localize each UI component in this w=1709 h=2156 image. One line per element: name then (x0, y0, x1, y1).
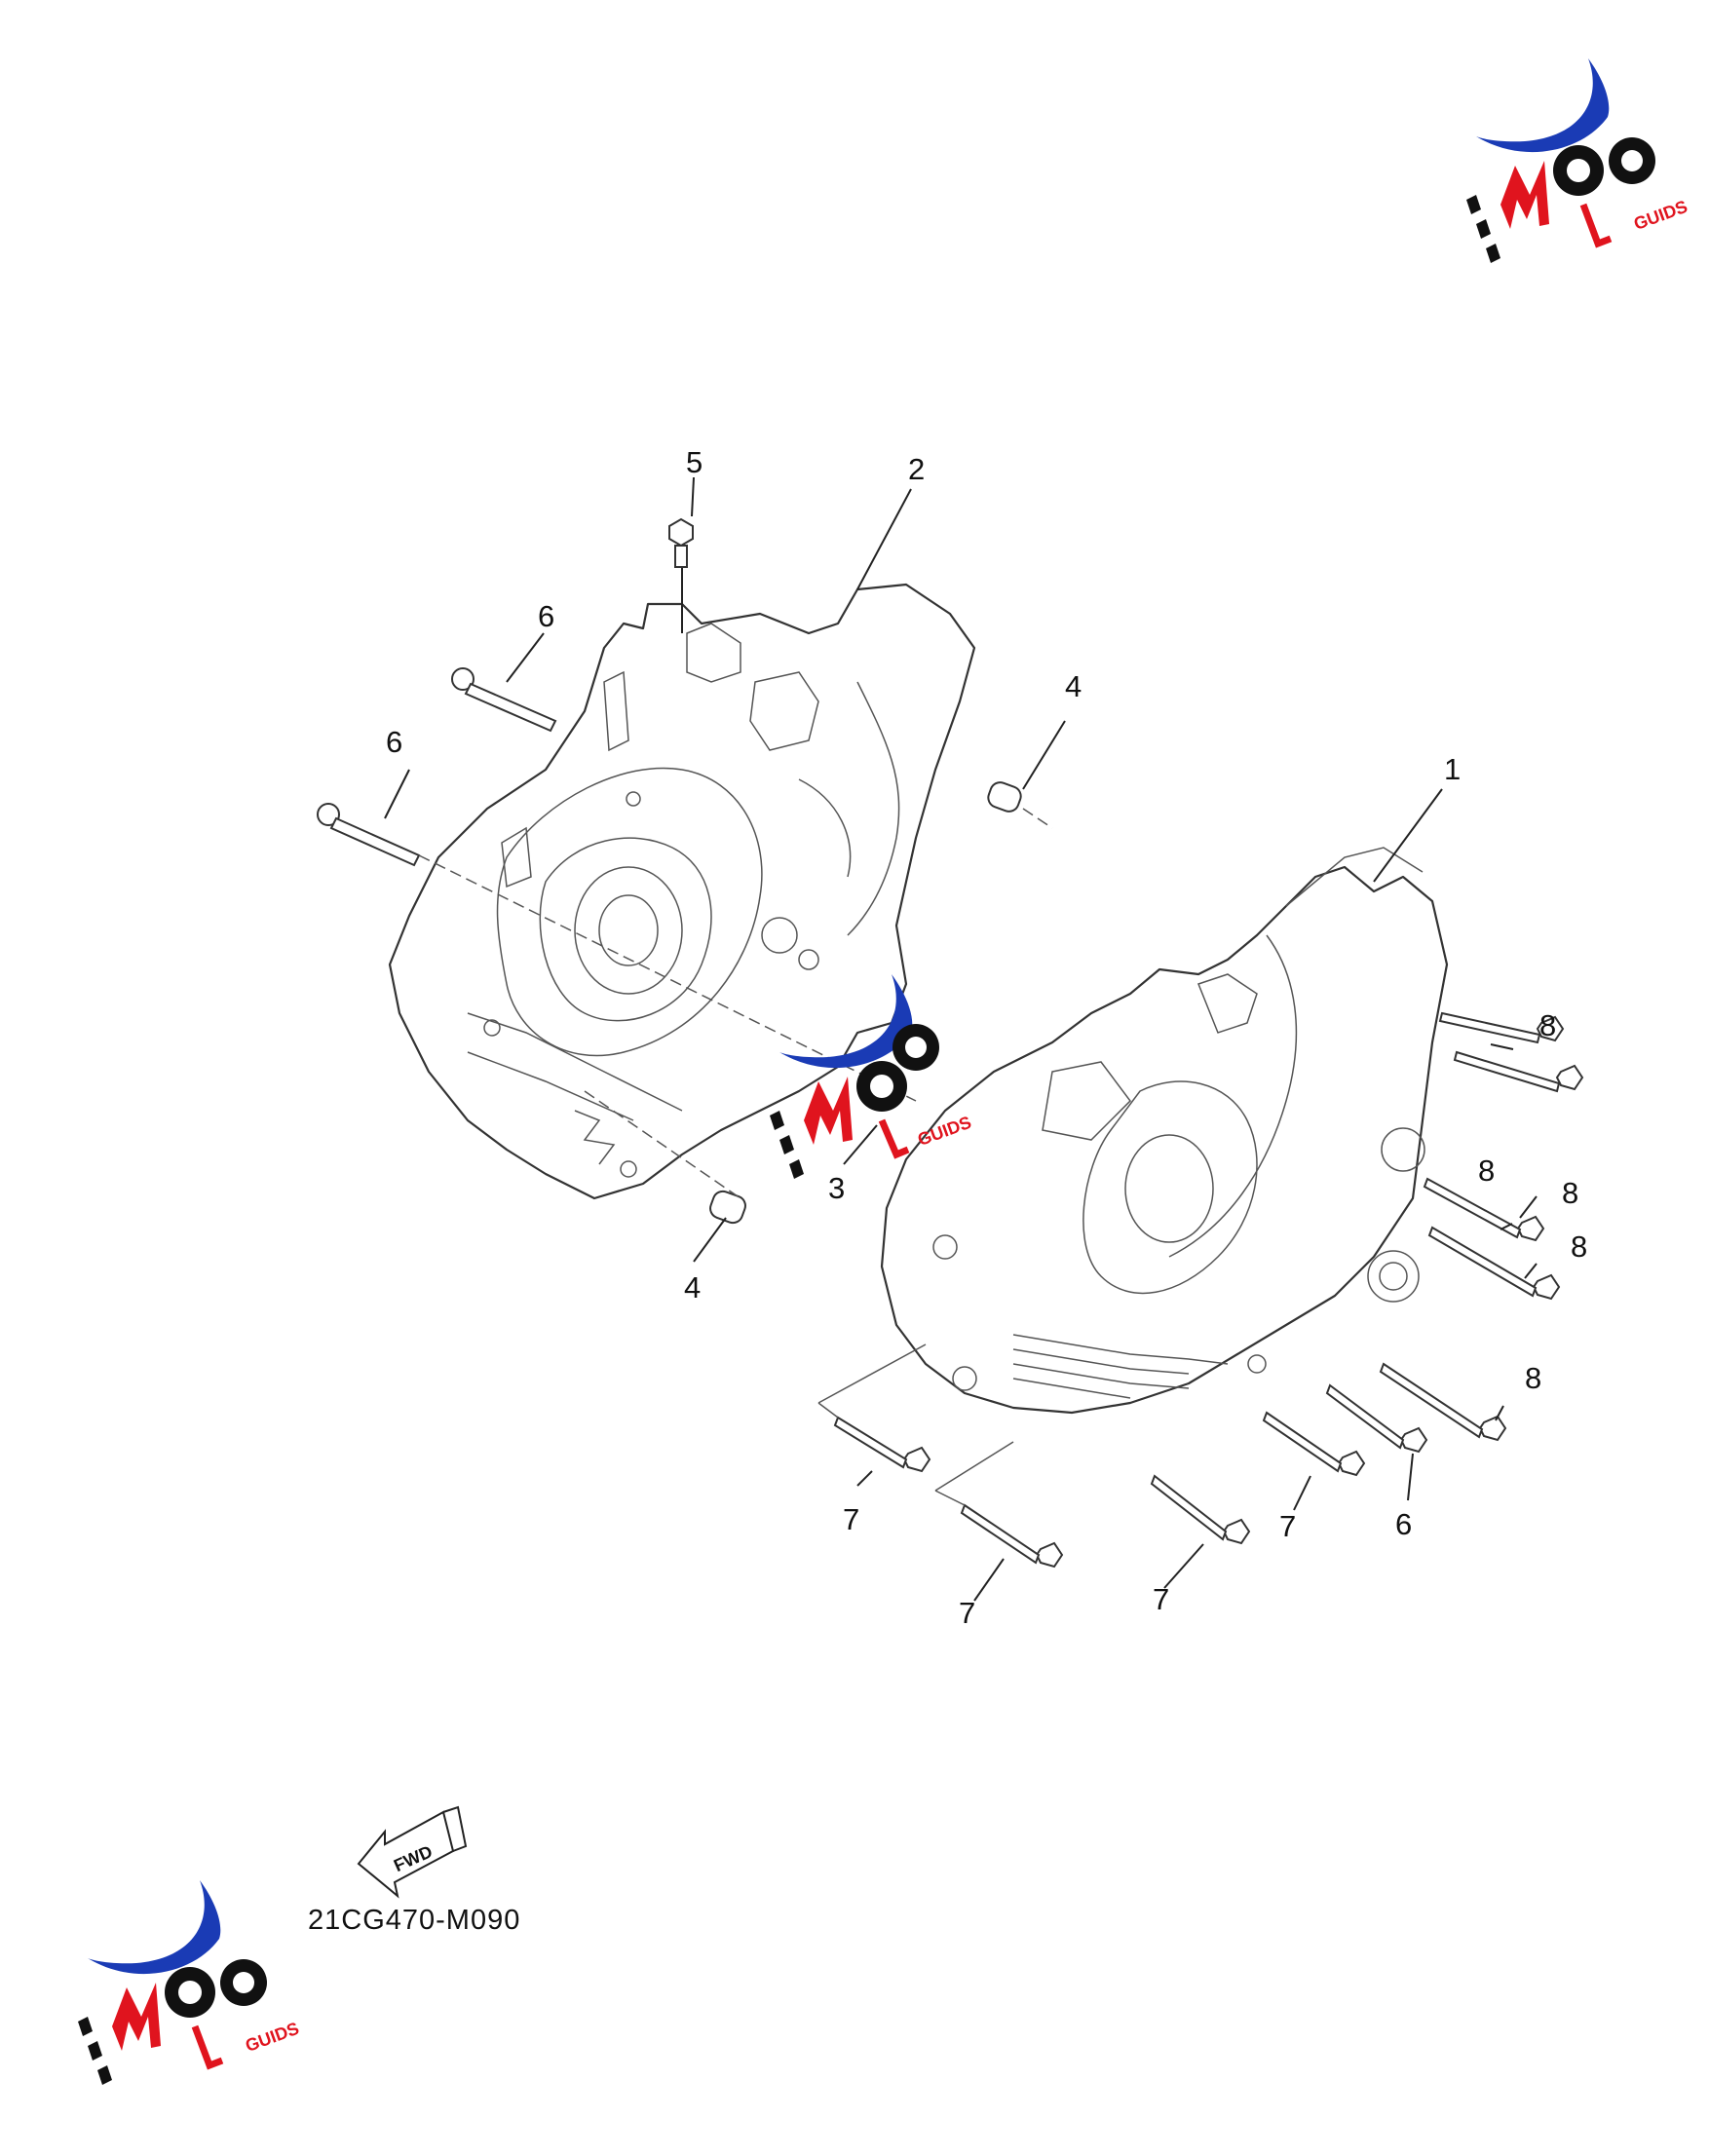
callout-8: 8 (1539, 1008, 1556, 1042)
dowel-4-upper (987, 781, 1022, 813)
callout-6: 6 (1395, 1507, 1412, 1541)
callout-1: 1 (1444, 752, 1461, 786)
callout-4: 4 (684, 1270, 701, 1305)
bolt-5 (668, 517, 694, 568)
callout-6: 6 (538, 599, 554, 633)
svg-text:GUIDS: GUIDS (243, 2019, 301, 2056)
callout-8: 8 (1562, 1176, 1578, 1210)
bolt-7-group (833, 1411, 1366, 1569)
callout-2: 2 (908, 452, 925, 486)
callout-3: 3 (828, 1171, 845, 1205)
callout-4: 4 (1065, 669, 1082, 703)
crankcase-left (388, 583, 976, 1200)
bolt-8-group (1379, 1011, 1584, 1442)
part-code: 21CG470-M090 (308, 1905, 520, 1936)
bolt-6-lower (317, 803, 421, 867)
callout-8: 8 (1478, 1154, 1495, 1188)
callout-7: 7 (1153, 1582, 1169, 1616)
crankcase-right (880, 847, 1449, 1415)
dowel-4-lower (709, 1190, 746, 1225)
bolt-6-right (1325, 1383, 1428, 1454)
callout-7: 7 (1279, 1509, 1296, 1543)
callout-7: 7 (843, 1502, 859, 1536)
callout-5: 5 (686, 445, 703, 479)
svg-text:GUIDS: GUIDS (915, 1113, 973, 1150)
bolt-6-upper (451, 667, 557, 733)
callout-8: 8 (1525, 1361, 1541, 1395)
watermark-logo-top-right: GUIDS (1466, 58, 1690, 263)
callout-6: 6 (386, 725, 402, 759)
fwd-arrow: FWD (357, 1805, 468, 1899)
callout-7: 7 (959, 1596, 975, 1630)
callout-8: 8 (1571, 1229, 1587, 1264)
leader-lines (384, 476, 1538, 1602)
watermark-logo-center: GUIDS (770, 974, 974, 1179)
callouts: 5 2 6 6 4 1 3 4 8 8 8 8 8 6 7 7 7 7 (386, 445, 1587, 1630)
watermark-logo-bottom-left: GUIDS (78, 1880, 302, 2085)
svg-text:GUIDS: GUIDS (1631, 197, 1690, 234)
